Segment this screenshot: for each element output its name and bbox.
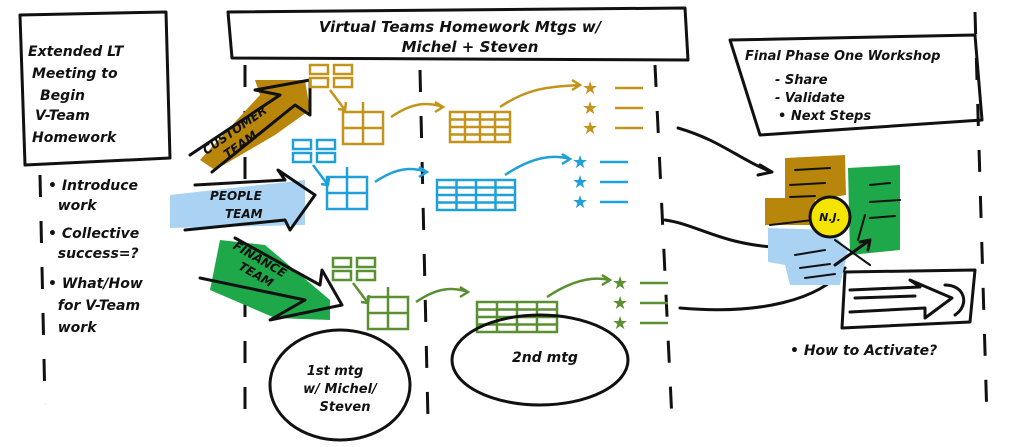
svg-text:N.J.: N.J.: [819, 211, 841, 224]
sticky-notes-icon: [291, 138, 337, 164]
divider-left: [38, 174, 47, 406]
star-icon: ★: [572, 152, 588, 173]
star-icon: ★: [572, 192, 588, 213]
grid-icon: [325, 167, 369, 211]
arrow-icon: [415, 285, 471, 304]
arrow-icon: [499, 78, 583, 109]
star-icon: ★: [612, 273, 628, 294]
spreadsheet-icon: [435, 178, 517, 212]
svg-text:2nd mtg: 2nd mtg: [512, 350, 578, 366]
svg-text:Virtual Teams Homework Mtgs w/: Virtual Teams Homework Mtgs w/Michel + S…: [319, 18, 603, 56]
initials-badge: [808, 195, 852, 239]
arrow-to-synthesis-1: [676, 126, 774, 177]
grid-icon: [341, 102, 385, 146]
arrow-icon: [374, 165, 430, 184]
sticky-notes-icon: [331, 256, 377, 282]
team-flows: ★★★★★★★★★: [291, 63, 668, 334]
kickoff-bullets: • Introduce work• Collective success=?• …: [48, 178, 143, 336]
star-icon: ★: [582, 118, 598, 139]
spreadsheet-icon: [448, 110, 512, 144]
title-box: Virtual Teams Homework Mtgs w/Michel + S…: [226, 6, 690, 62]
divider-2: [418, 69, 430, 421]
star-icon: ★: [612, 313, 628, 334]
svg-text:• How to Activate?: • How to Activate?: [790, 343, 937, 359]
svg-text:• Introduce work• Collective: • Introduce work• Collective success=?• …: [48, 178, 143, 336]
arrow-icon: [504, 152, 573, 177]
sticky-notes-icon: [308, 63, 354, 89]
divider-3: [653, 64, 674, 421]
grid-icon: [366, 287, 410, 331]
star-icon: ★: [572, 172, 588, 193]
activate-box: • How to Activate?: [790, 268, 977, 359]
star-icon: ★: [582, 78, 598, 99]
arrow-icon: [390, 100, 446, 119]
final-workshop-box: Final Phase One Workshop- Share- Validat…: [728, 33, 984, 137]
svg-text:Final Phase One Workshop- Shar: Final Phase One Workshop- Share- Validat…: [745, 49, 940, 124]
star-icon: ★: [582, 98, 598, 119]
synthesis-collage: N.J.: [765, 155, 901, 285]
meeting-2-label: 2nd mtg: [450, 313, 630, 407]
finance-team-arrow: FINANCETEAM: [198, 236, 344, 322]
arrow-icon: [546, 273, 613, 299]
arrow-icon: [329, 89, 348, 112]
arrow-icon: [352, 282, 371, 305]
star-icon: ★: [612, 293, 628, 314]
divider-4: [973, 11, 989, 421]
